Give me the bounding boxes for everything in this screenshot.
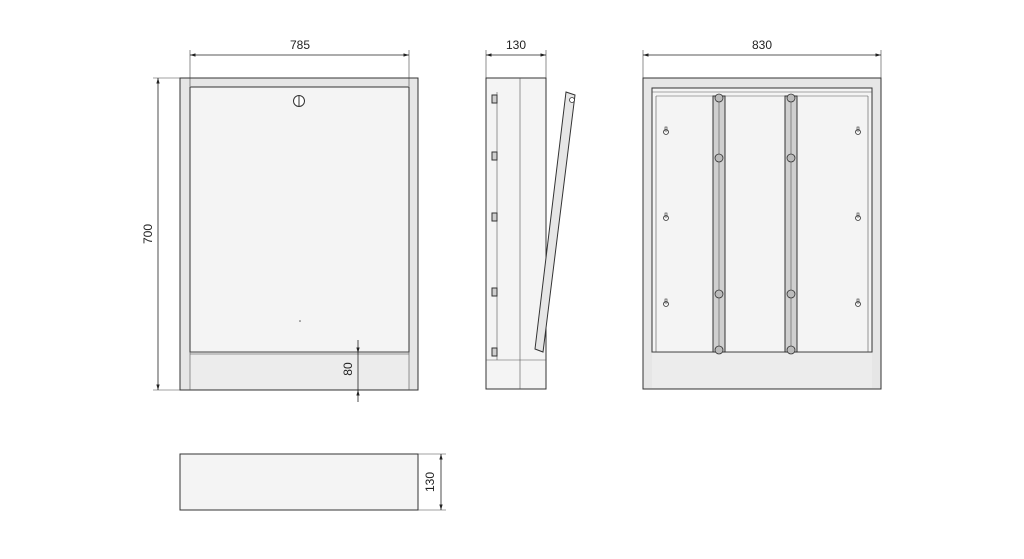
back-width-label: 830 [752,38,772,52]
front-bottom-gap [190,355,409,389]
top-body [179,453,419,511]
front-view: 785 700 80 [141,38,419,402]
back-view: 830 [642,38,882,390]
side-depth-label: 130 [506,38,526,52]
bottom-gap-label: 80 [341,362,355,376]
top-depth-label: 130 [423,472,437,492]
top-view: 130 [179,453,446,511]
mounting-rail-right [784,93,798,355]
front-width-label: 785 [290,38,310,52]
front-door [189,86,410,353]
mounting-rail-left [712,93,726,355]
keyhole-icon [663,126,861,307]
open-door [534,91,576,353]
back-panel [651,87,873,353]
side-view: 130 [485,38,576,390]
height-label: 700 [141,224,155,244]
lock-icon [293,95,305,107]
